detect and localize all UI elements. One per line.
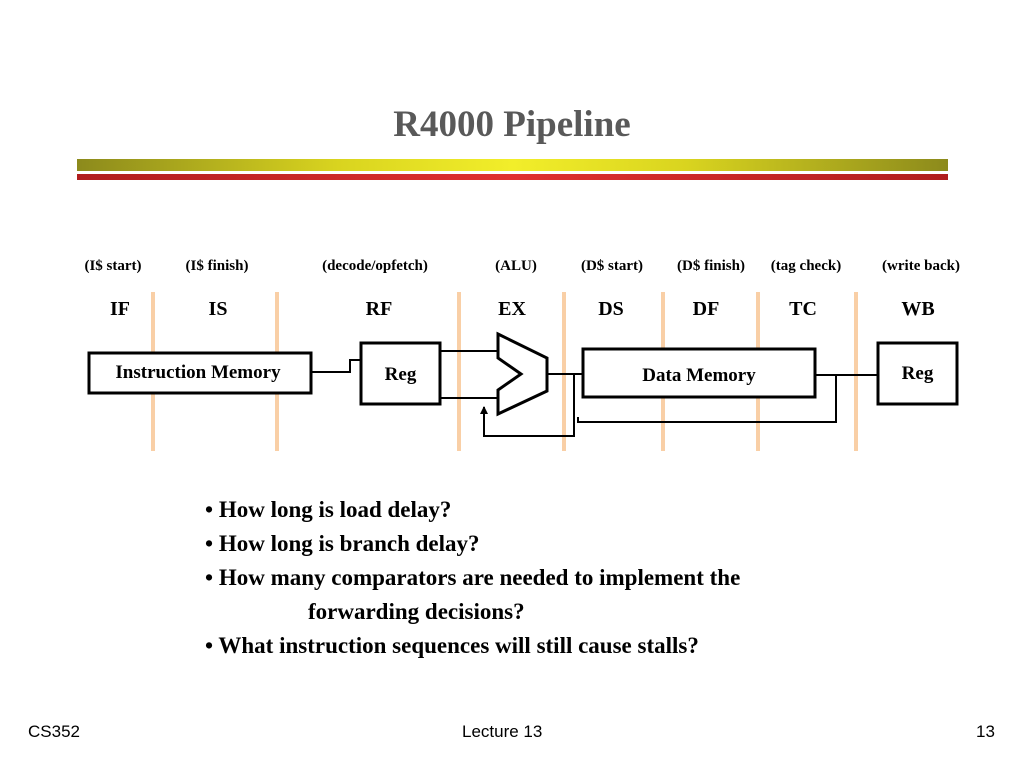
stage-wb-label: WB (901, 298, 935, 320)
stage-ex-label: EX (498, 298, 526, 320)
forward-wire-dmem (577, 375, 837, 423)
footer-course: CS352 (28, 722, 80, 741)
stage-is-desc: (I$ finish) (185, 258, 249, 274)
footer-page-number: 13 (976, 722, 995, 741)
forward-wire-alu (480, 374, 575, 437)
list-item: • How long is branch delay? (205, 531, 480, 556)
writeback-register-label: Reg (901, 363, 934, 384)
stage-rf-desc: (decode/opfetch) (322, 258, 428, 274)
title-underline-gold (77, 159, 948, 171)
list-item: • How long is load delay? (205, 497, 452, 522)
stage-if-desc: (I$ start) (84, 258, 142, 274)
list-item: • How many comparators are needed to imp… (205, 565, 741, 590)
stage-ex-desc: (ALU) (495, 258, 537, 274)
stage-ds-label: DS (598, 298, 624, 320)
stage-df-desc: (D$ finish) (677, 258, 745, 274)
data-memory-label: Data Memory (642, 365, 756, 386)
list-item: • What instruction sequences will still … (205, 633, 699, 658)
register-file-box (359, 341, 442, 406)
list-item-continuation: forwarding decisions? (308, 599, 525, 624)
slide-title: R4000 Pipeline (393, 104, 631, 145)
title-underline-red (77, 174, 948, 180)
footer-lecture: Lecture 13 (462, 722, 543, 741)
stage-wb-desc: (write back) (882, 258, 960, 274)
stage-tc-desc: (tag check) (770, 258, 842, 274)
stage-rf-label: RF (365, 298, 393, 320)
stage-df-label: DF (692, 298, 720, 320)
register-file-label: Reg (384, 364, 417, 385)
stage-ds-desc: (D$ start) (580, 258, 644, 274)
instruction-memory-label: Instruction Memory (115, 362, 281, 383)
imem-to-reg-wire (311, 359, 361, 373)
writeback-register-box (876, 341, 959, 406)
stage-tc-label: TC (789, 298, 817, 320)
question-list: • How long is load delay? • How long is … (205, 493, 925, 663)
stage-if-label: IF (110, 298, 130, 320)
alu-shape (496, 331, 549, 417)
stage-is-label: IS (208, 298, 228, 320)
